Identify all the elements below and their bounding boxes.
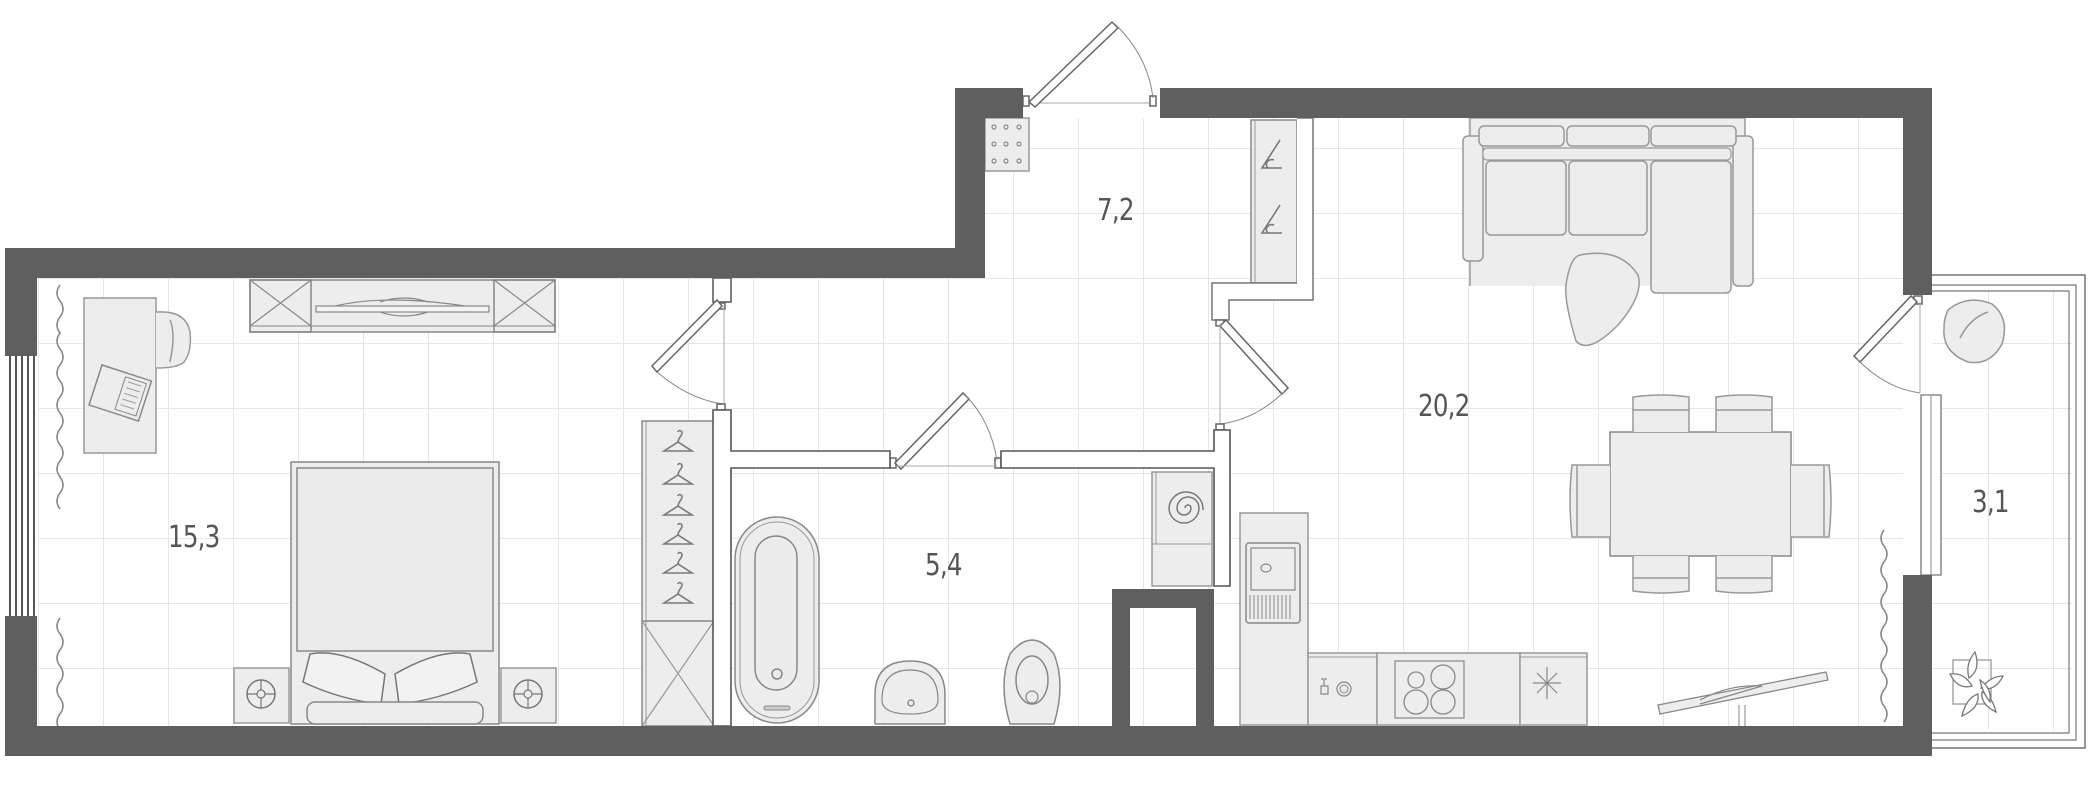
tv-console-bedroom [249,279,556,333]
area-label-living-kitchen: 20,2 [1418,389,1470,424]
laptop [88,364,153,422]
exterior-walls [5,88,1932,756]
area-label-balcony: 3,1 [1972,485,2009,520]
cooktop [1376,652,1521,726]
bathroom-furniture [734,471,1213,725]
coat-rack [1211,117,1314,321]
kitchen-cabinet [1519,652,1588,726]
kitchen-unit [1239,512,1588,726]
dining-chair [1569,394,1832,594]
bedroom-furniture [56,279,715,731]
hallway-furniture [984,117,1314,321]
living-furniture [1239,117,1888,726]
potted-plant [1949,650,2005,718]
curtain-left-bottom [56,617,64,731]
dining-set [1569,394,1832,594]
bathtub [734,516,820,724]
doors [650,20,1923,471]
balcony-structure [1920,274,2086,749]
window-bedroom [7,356,37,616]
curtain-right [1880,529,1888,723]
living-room-door [1215,318,1290,431]
area-label-bathroom: 5,4 [925,548,962,583]
balcony-door [1852,294,1923,394]
washbasin [874,660,946,725]
bathroom-door [889,391,1002,471]
nightstand-right [500,667,557,724]
curtain-left-top [56,284,64,510]
armchair [1943,299,2006,364]
toilet [1003,639,1061,725]
entrance-door [1022,20,1157,109]
tv-console-living [1657,671,1829,726]
double-bed [290,461,500,725]
dishwasher [1307,652,1378,726]
wardrobe [641,420,715,727]
area-label-hallway: 7,2 [1097,193,1134,228]
bedroom-door [650,277,732,411]
kitchen-sink [1245,542,1301,624]
water-heater [1151,471,1213,587]
nightstand-left [233,667,290,724]
area-label-bedroom: 15,3 [168,520,220,555]
pouf [1564,252,1640,347]
electrical-panel [984,117,1030,172]
